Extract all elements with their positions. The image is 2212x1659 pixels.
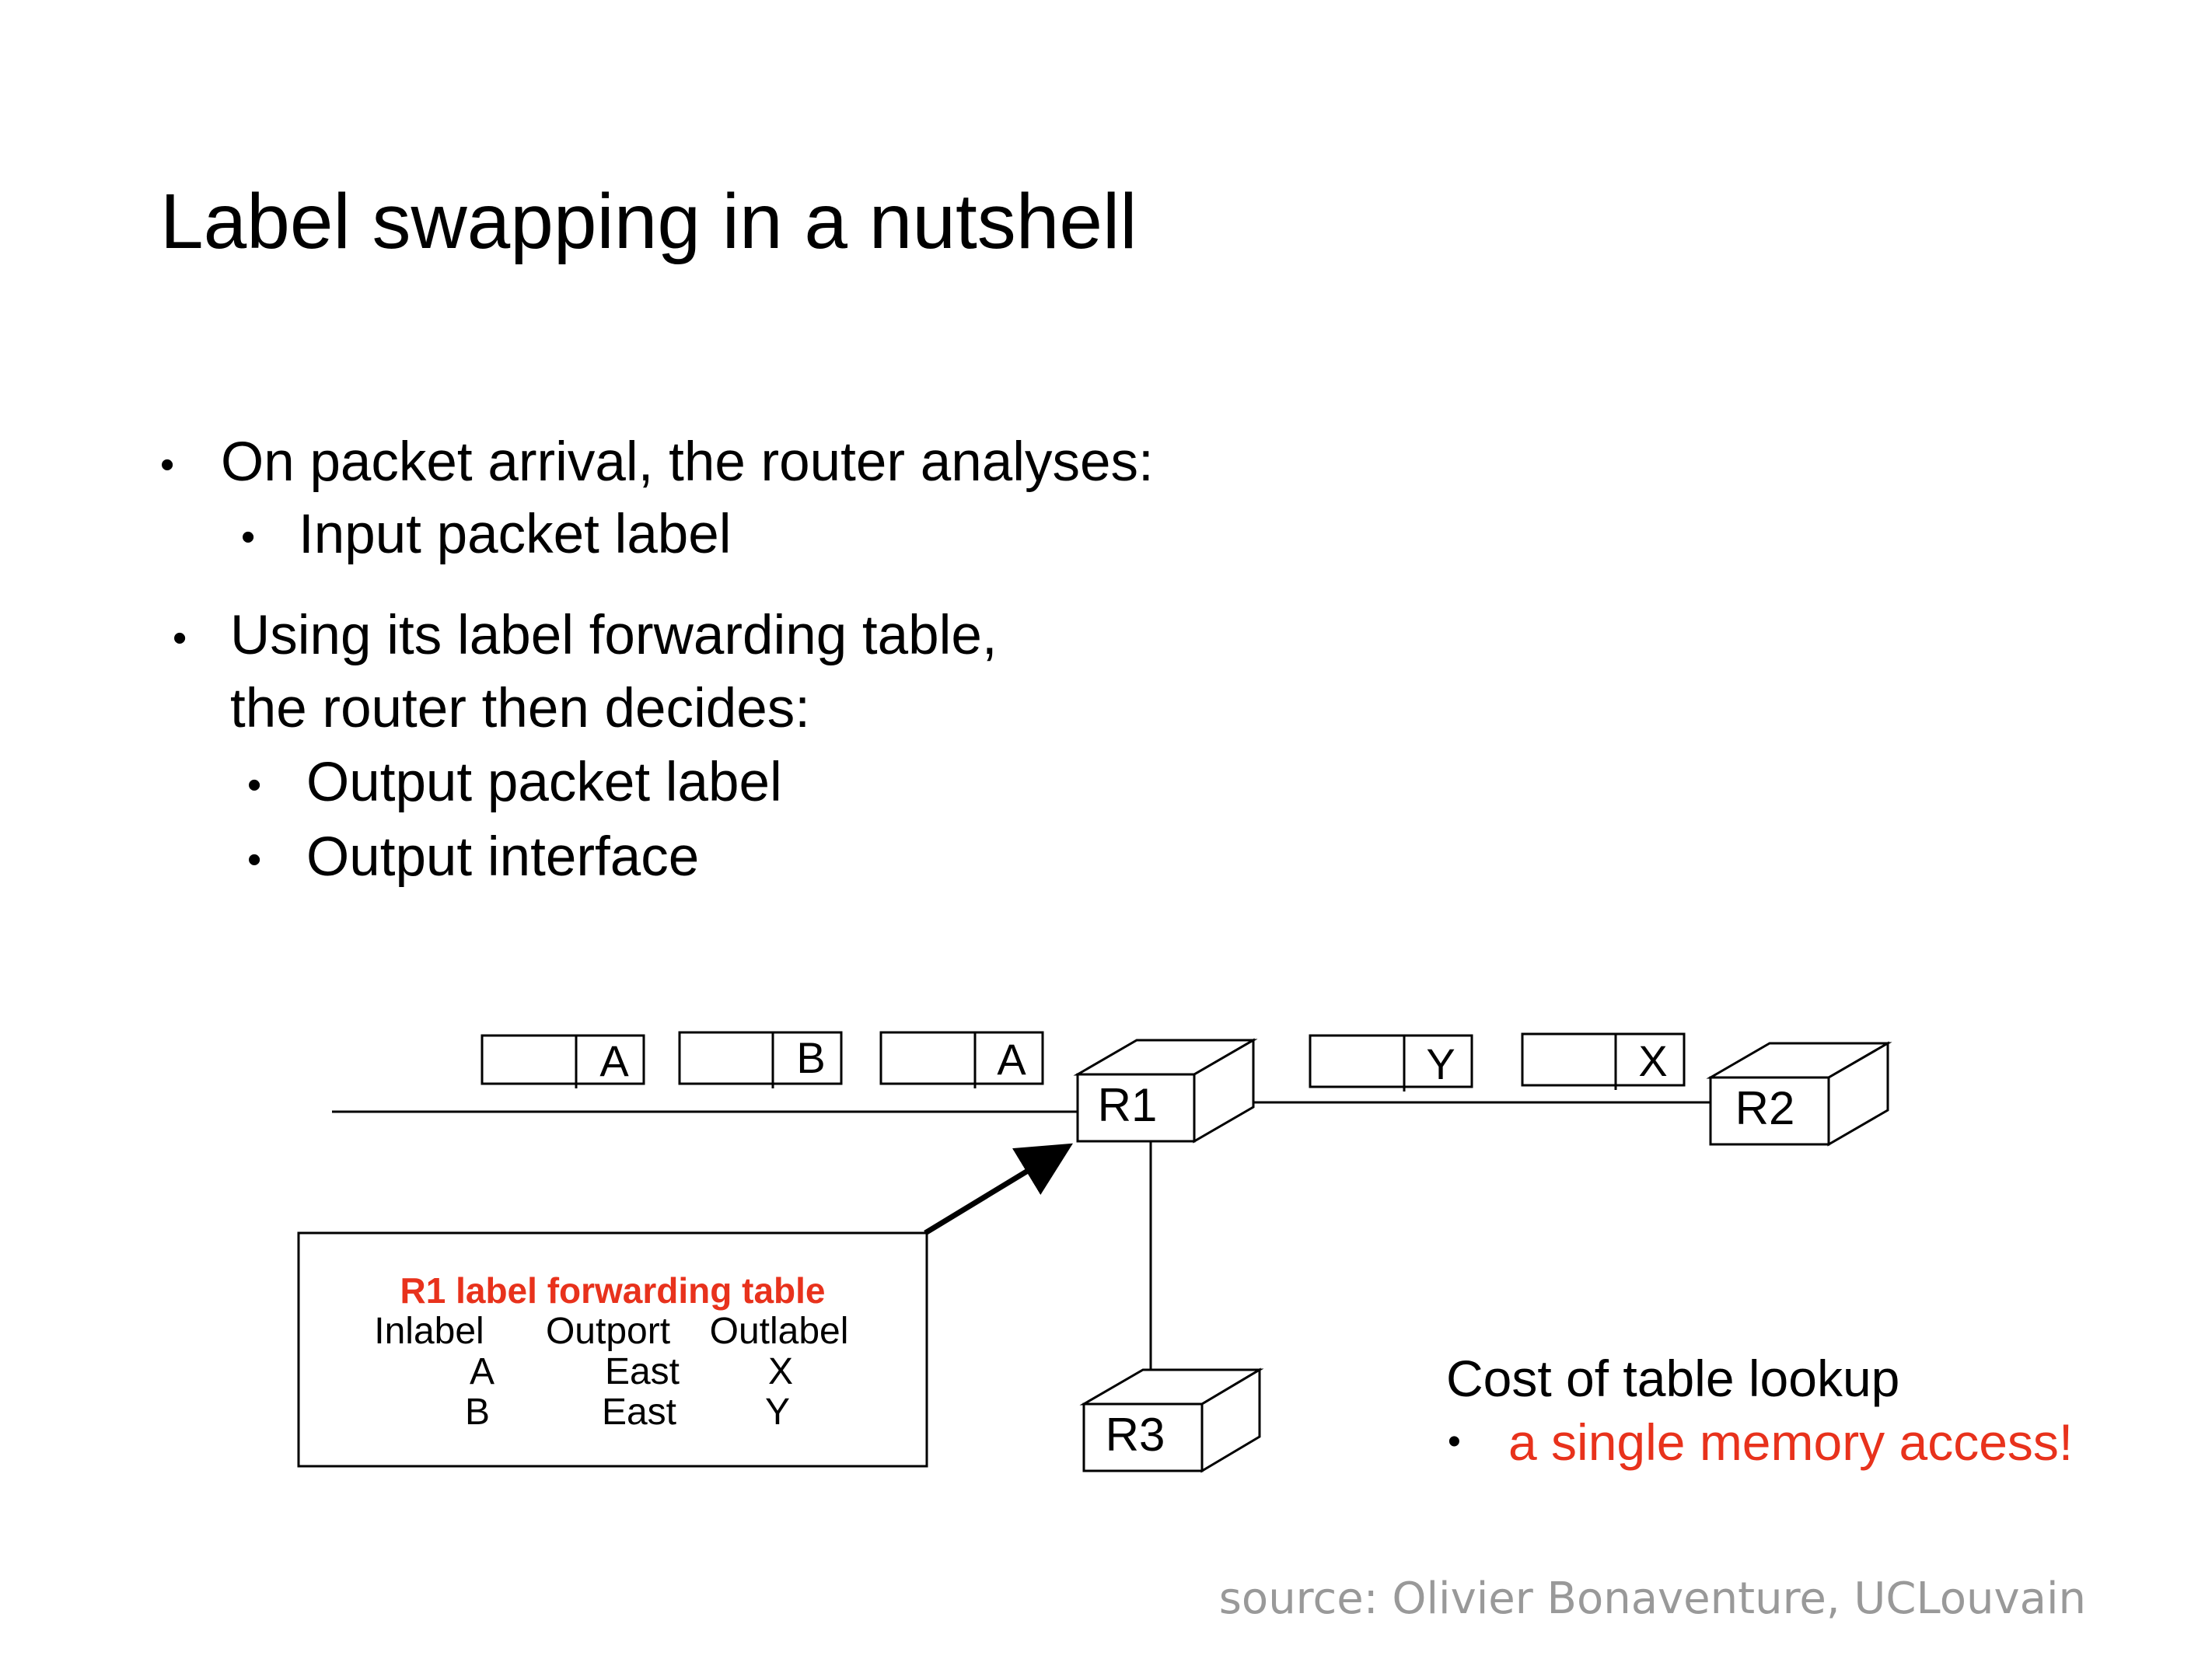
table-header-outlabel: Outlabel — [710, 1311, 849, 1352]
router-label: R2 — [1735, 1082, 1795, 1134]
packet-out-2: X — [1521, 1032, 1686, 1090]
router-r3: R3 — [1079, 1367, 1264, 1473]
packet-out-1: Y — [1309, 1034, 1473, 1091]
bullet-dot: • — [247, 837, 262, 882]
packet-label: Y — [1426, 1039, 1455, 1088]
table-cell: East — [602, 1392, 676, 1433]
table-header-inlabel: Inlabel — [374, 1311, 484, 1352]
packet-in-2: B — [678, 1031, 843, 1088]
bullet-packet-arrival: On packet arrival, the router analyses: — [221, 431, 1154, 493]
bullet-input-label: Input packet label — [299, 504, 732, 565]
bullet-dot: • — [1448, 1421, 1461, 1462]
bullet-output-label: Output packet label — [306, 752, 782, 813]
bullet-dot: • — [160, 442, 175, 487]
table-cell: East — [605, 1351, 680, 1392]
table-cell: Y — [765, 1392, 790, 1433]
router-r2: R2 — [1706, 1041, 1892, 1147]
bullet-dot: • — [173, 616, 187, 661]
packet-in-1: A — [480, 1034, 645, 1088]
packet-label: X — [1638, 1036, 1667, 1085]
cost-heading: Cost of table lookup — [1446, 1350, 1900, 1407]
table-cell: A — [470, 1351, 494, 1392]
packet-label: A — [997, 1035, 1026, 1084]
table-title: R1 label forwarding table — [400, 1270, 826, 1311]
table-header-outport: Outport — [546, 1311, 670, 1352]
bullet-dot: • — [247, 763, 262, 808]
table-to-r1-arrow — [924, 1143, 1073, 1235]
cost-item: a single memory access! — [1508, 1413, 2074, 1471]
router-label: R3 — [1106, 1409, 1165, 1461]
packet-label: B — [796, 1033, 825, 1082]
router-label: R1 — [1098, 1079, 1158, 1131]
packet-in-3: A — [879, 1031, 1044, 1088]
table-cell: B — [465, 1392, 490, 1433]
source-credit: source: Olivier Bonaventure, UCLouvain — [1218, 1573, 2086, 1624]
router-r1: R1 — [1073, 1038, 1258, 1144]
packet-label: A — [599, 1036, 629, 1085]
forwarding-table: R1 label forwarding table Inlabel Outpor… — [297, 1231, 928, 1468]
bullet-dot: • — [241, 515, 256, 560]
table-cell: X — [768, 1351, 793, 1392]
bullet-using-table: Using its label forwarding table, — [230, 605, 998, 666]
bullet-output-interface: Output interface — [306, 826, 700, 888]
bullet-router-decides: the router then decides: — [230, 678, 810, 739]
slide-title: Label swapping in a nutshell — [160, 178, 1137, 265]
